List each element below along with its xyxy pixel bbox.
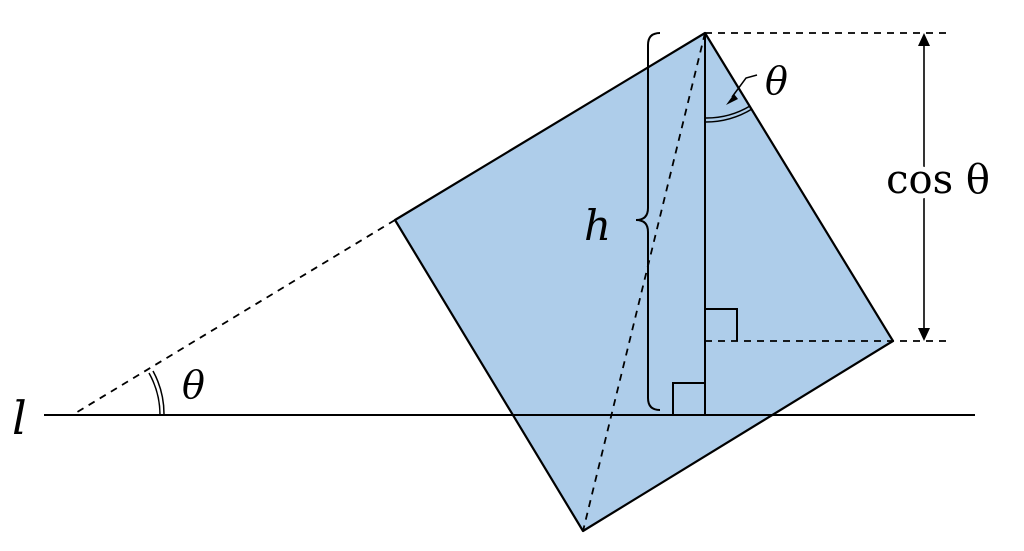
dashed-extension-line (73, 219, 396, 415)
angle-arc-top (704, 105, 753, 123)
height-label: h (584, 201, 611, 250)
angle-arc-bottom (148, 370, 165, 416)
cos-label: cos θ (886, 157, 990, 203)
angle-leader-arrow (726, 74, 758, 105)
right-angle-marker-middle (705, 308, 738, 341)
line-label: l (12, 391, 27, 445)
angle-label-bottom: θ (182, 363, 205, 407)
right-angle-marker-bottom (672, 382, 705, 415)
cos-dimension-arrow (918, 33, 930, 341)
height-brace (635, 32, 661, 411)
tilted-square (393, 31, 895, 533)
angle-label-top: θ (765, 59, 788, 103)
